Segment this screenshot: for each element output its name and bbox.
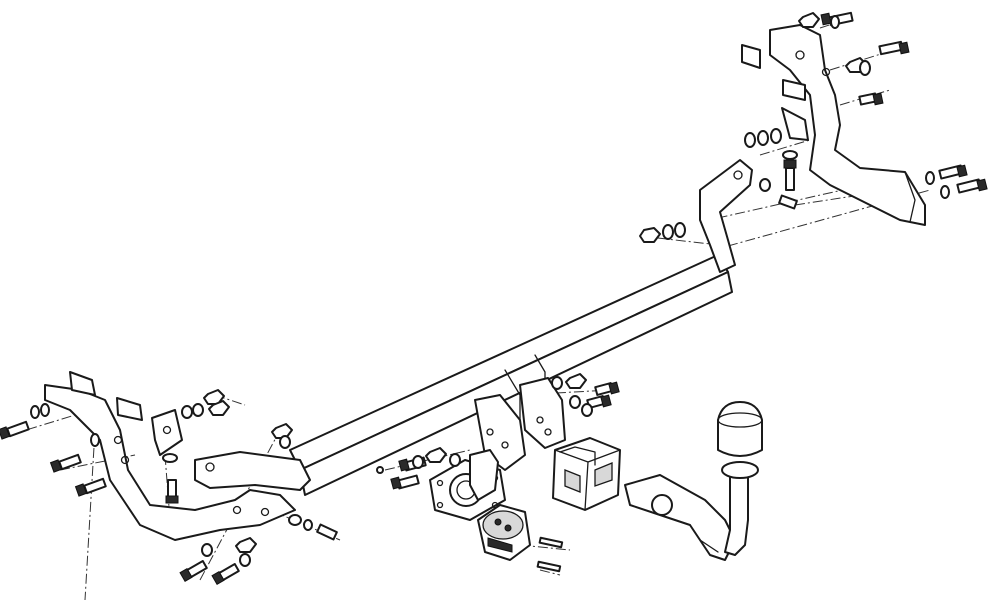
nut <box>235 537 257 553</box>
washer <box>201 543 213 557</box>
washer <box>551 376 563 390</box>
washer <box>830 15 840 29</box>
washer <box>376 466 384 474</box>
bolt <box>538 536 564 549</box>
washer <box>162 453 178 463</box>
washer <box>181 405 193 419</box>
washer <box>30 405 40 419</box>
washer <box>40 403 50 417</box>
washer <box>192 403 204 417</box>
washer <box>940 185 950 199</box>
bolt <box>878 40 910 56</box>
bolt <box>211 563 240 586</box>
bolt <box>956 178 988 194</box>
receiver-block <box>552 437 621 511</box>
washer <box>782 150 798 160</box>
left-side-bracket <box>44 371 566 541</box>
washer <box>757 130 769 146</box>
washer <box>449 453 461 467</box>
tow-ball-cap <box>717 401 763 457</box>
bolt <box>390 474 420 490</box>
bolt <box>165 479 179 504</box>
nut <box>425 447 447 463</box>
washer <box>925 171 935 185</box>
washer <box>744 132 756 148</box>
nut <box>271 423 293 439</box>
nuts <box>203 12 867 553</box>
bolt <box>783 159 797 191</box>
washer <box>759 178 771 192</box>
bolt <box>594 381 620 396</box>
bolt <box>74 477 107 497</box>
bolt <box>938 164 968 180</box>
washer <box>581 403 593 417</box>
nut <box>565 373 587 389</box>
washer <box>859 60 871 76</box>
bolt <box>49 453 82 473</box>
bolt <box>316 523 338 541</box>
washer <box>770 128 782 144</box>
washer <box>662 224 674 240</box>
tow-ball-neck <box>624 461 759 561</box>
washer <box>674 222 686 238</box>
washer <box>569 395 581 409</box>
bolt <box>858 92 884 106</box>
washer <box>412 455 424 469</box>
bolt <box>0 420 30 440</box>
washer <box>279 435 291 449</box>
right-side-bracket <box>699 24 926 273</box>
bolts <box>0 11 988 586</box>
washer <box>303 519 313 531</box>
bolt <box>536 560 562 573</box>
washer <box>288 514 302 526</box>
nut <box>208 400 230 416</box>
bolt <box>778 194 798 210</box>
electrical-socket <box>477 504 531 561</box>
nut <box>798 12 820 28</box>
washer <box>239 553 251 567</box>
socket-mounting-plate <box>429 449 506 521</box>
washers <box>30 15 950 567</box>
washer <box>90 433 100 447</box>
bolt <box>179 560 208 583</box>
nut <box>639 227 661 243</box>
